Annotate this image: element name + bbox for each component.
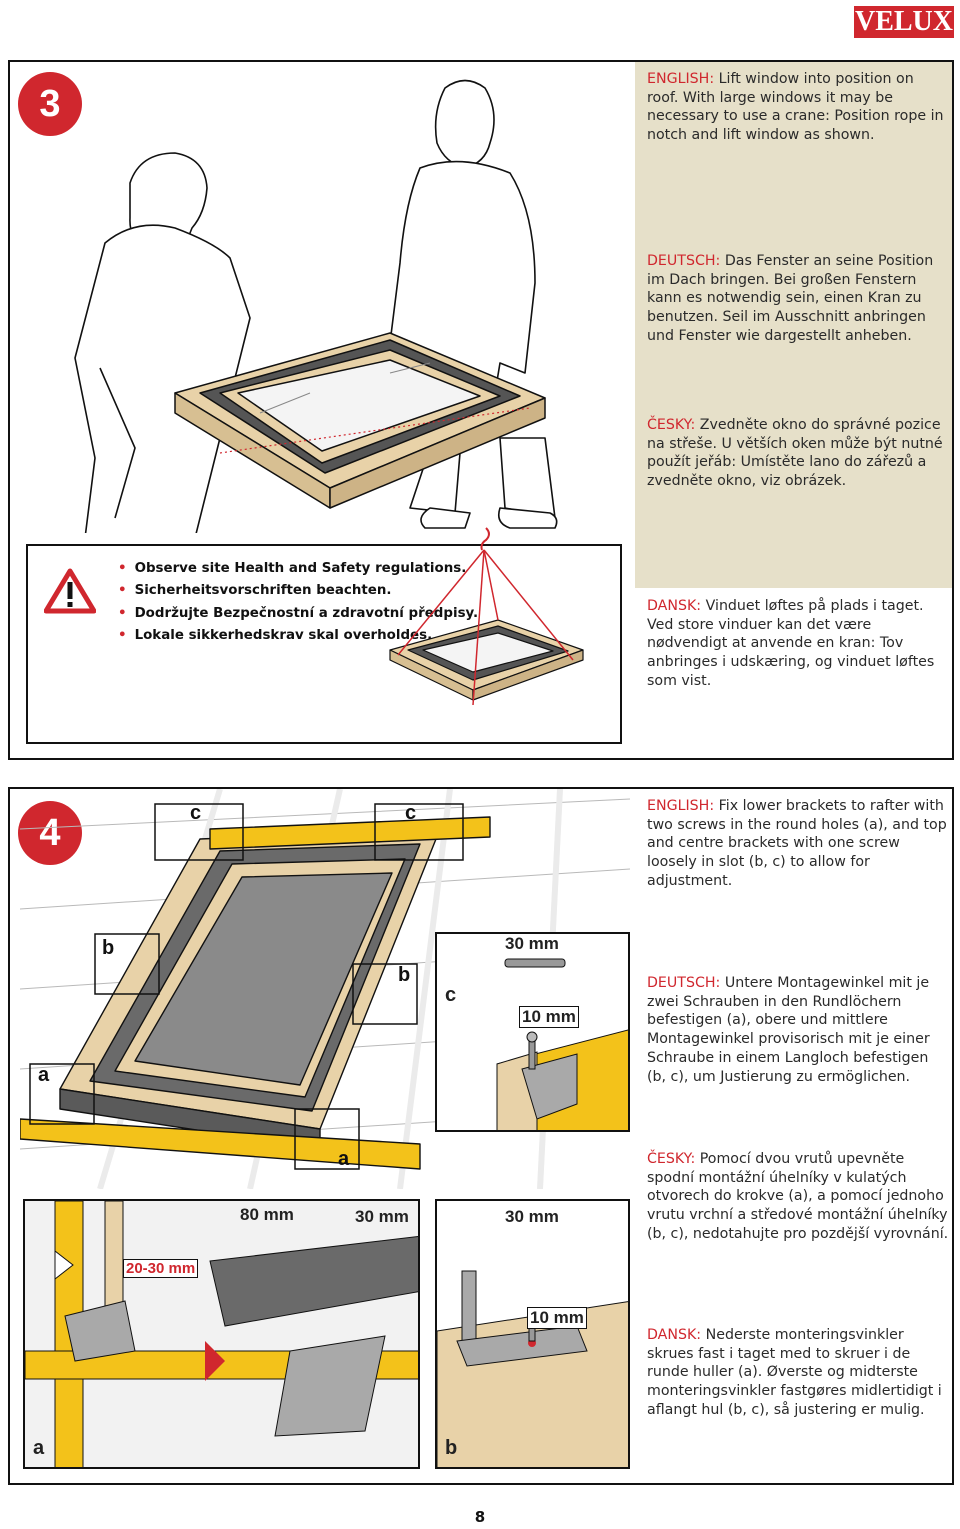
warning-item: Lokale sikkerhedskrav skal overholdes.	[118, 625, 478, 647]
depth-10mm: 10 mm	[527, 1307, 587, 1329]
warning-item: Dodržujte Bezpečnostní a zdravotní předp…	[118, 603, 479, 625]
step4-deutsch-text: DEUTSCH: Untere Montagewinkel mit je zwe…	[647, 974, 949, 1086]
step-3-panel: 3 ENGLISH: Lift window i	[8, 60, 954, 760]
step4-dansk-text: DANSK: Nederste monteringsvinkler skrues…	[647, 1326, 949, 1420]
text-background	[635, 62, 952, 588]
step3-english-text: ENGLISH: Lift window into position on ro…	[647, 70, 947, 145]
label-a-left: a	[38, 1064, 50, 1086]
step4-cesky-text: ČESKY: Pomocí dvou vrutů upevněte spodní…	[647, 1150, 949, 1244]
detail-c-box: c 30 mm 10 mm	[435, 932, 630, 1132]
warning-triangle-icon	[44, 568, 96, 614]
crane-lift-illustration	[389, 527, 584, 706]
detail-c-illustration	[496, 958, 628, 1130]
label-b-left: b	[102, 937, 114, 959]
instruction-text: Das Fenster an seine Position im Dach br…	[647, 253, 934, 344]
step3-dansk-text: DANSK: Vinduet løftes på plads i taget. …	[647, 597, 947, 691]
label-a-bottom: a	[338, 1148, 350, 1170]
instruction-text: Zvedněte okno do správné pozice na střeš…	[647, 417, 943, 490]
label-a-detail: a	[33, 1437, 45, 1459]
lang-label: DANSK:	[647, 1327, 702, 1343]
page-number: 8	[474, 1508, 486, 1526]
step-number-badge: 3	[18, 72, 82, 136]
lang-label: ENGLISH:	[647, 798, 715, 814]
lang-label: DEUTSCH:	[647, 975, 721, 991]
label-c-right: c	[405, 802, 416, 824]
screw-length-30mm: 30 mm	[355, 1207, 409, 1226]
screw-length-30mm: 30 mm	[505, 1207, 559, 1226]
detail-a-box: 20-30 mm 80 mm 30 mm a	[23, 1199, 420, 1469]
roof-installation-illustration: c c b b a a	[20, 789, 630, 1189]
step-4-panel: 4 c c b b a a	[8, 787, 954, 1485]
step3-cesky-text: ČESKY: Zvedněte okno do správné pozice n…	[647, 416, 947, 491]
label-c-left: c	[190, 802, 201, 824]
screw-length-30mm: 30 mm	[505, 934, 559, 953]
instruction-text: Pomocí dvou vrutů upevněte spodní montáž…	[647, 1151, 949, 1242]
warning-item: Sicherheitsvorschriften beachten.	[118, 580, 478, 602]
lang-label: DANSK:	[647, 598, 702, 614]
warning-item: Observe site Health and Safety regulatio…	[118, 558, 478, 580]
detail-b-illustration	[437, 1270, 628, 1467]
detail-a-illustration	[25, 1201, 418, 1467]
instruction-text: Nederste monteringsvinkler skrues fast i…	[647, 1327, 942, 1418]
depth-10mm: 10 mm	[519, 1006, 579, 1028]
screw-length-80mm: 80 mm	[240, 1205, 294, 1224]
safety-warning-box: Observe site Health and Safety regulatio…	[26, 527, 622, 744]
lang-label: ČESKY:	[647, 417, 696, 433]
instruction-text: Fix lower brackets to rafter with two sc…	[647, 798, 947, 889]
step3-deutsch-text: DEUTSCH: Das Fenster an seine Position i…	[647, 252, 947, 346]
step4-english-text: ENGLISH: Fix lower brackets to rafter wi…	[647, 797, 949, 891]
instruction-text: Vinduet løftes på plads i taget. Ved sto…	[647, 598, 935, 689]
label-b-detail: b	[445, 1437, 458, 1459]
velux-logo: VELUX	[854, 6, 954, 38]
label-b-right: b	[398, 964, 410, 986]
label-c-detail: c	[445, 984, 457, 1006]
gap-20-30mm: 20-30 mm	[123, 1259, 199, 1278]
lang-label: DEUTSCH:	[647, 253, 721, 269]
lang-label: ENGLISH:	[647, 71, 715, 87]
step-number-badge: 4	[18, 801, 82, 865]
instruction-text: Lift window into position on roof. With …	[647, 71, 944, 144]
instruction-text: Untere Montagewinkel mit je zwei Schraub…	[647, 975, 930, 1085]
warning-list: Observe site Health and Safety regulatio…	[118, 558, 479, 647]
men-lifting-window-illustration	[74, 79, 558, 533]
lang-label: ČESKY:	[647, 1151, 696, 1167]
detail-b-box: 30 mm 10 mm b	[435, 1199, 630, 1469]
